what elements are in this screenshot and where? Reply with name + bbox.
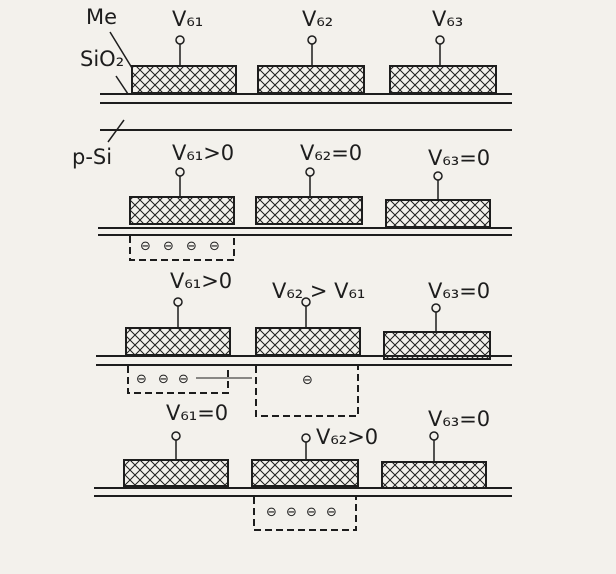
gate-electrode-3	[385, 199, 491, 228]
potential-well-2	[255, 366, 359, 417]
potential-well-1	[129, 236, 235, 261]
electron-charge: ⊖	[286, 505, 297, 520]
electron-charge: ⊖	[186, 239, 197, 254]
gate-2-voltage-label: V₆₂	[302, 7, 333, 31]
gate-electrode-1	[123, 459, 229, 487]
substrate-label: p-Si	[72, 145, 112, 169]
electron-charge: ⊖	[326, 505, 337, 520]
gate-electrode-2	[251, 459, 359, 487]
stage-4: V₆₁=0 V₆₂>0 V₆₃=0 ⊖ ⊖ ⊖ ⊖	[94, 401, 512, 531]
gate-3-terminal	[429, 431, 439, 441]
electron-charge: ⊖	[178, 372, 189, 387]
gate-2-terminal	[307, 35, 317, 45]
gate-electrode-1	[125, 327, 231, 356]
gate-electrode-1	[131, 65, 237, 94]
gate-2-terminal	[305, 167, 315, 177]
electron-charge: ⊖	[136, 372, 147, 387]
electron-charge: ⊖	[163, 239, 174, 254]
electron-charge: ⊖	[209, 239, 220, 254]
gate-2-voltage-label: V₆₂>0	[316, 425, 378, 449]
gate-3-terminal	[435, 35, 445, 45]
gate-1-terminal	[175, 35, 185, 45]
electron-charge: ⊖	[266, 505, 277, 520]
gate-3-voltage-label: V₆₃=0	[428, 407, 490, 431]
metal-label: Me	[86, 5, 117, 29]
electron-charge: ⊖	[140, 239, 151, 254]
gate-3-terminal	[433, 171, 443, 181]
gate-3-voltage-label: V₆₃=0	[428, 146, 490, 170]
gate-electrode-1	[129, 196, 235, 225]
stage-2: V₆₁>0 V₆₂=0 V₆₃=0 ⊖ ⊖ ⊖ ⊖	[98, 141, 512, 261]
gate-1-voltage-label: V₆₁	[172, 7, 203, 31]
gate-2-terminal	[301, 297, 311, 307]
stage-1: Me SiO₂ p-Si V₆₁ V₆₂ V₆₃	[72, 5, 512, 169]
metal-leader-line	[109, 31, 133, 69]
gate-3-voltage-label: V₆₃=0	[428, 279, 490, 303]
electron-charge: ⊖	[306, 505, 317, 520]
gate-1-voltage-label: V₆₁>0	[170, 269, 232, 293]
gate-2-terminal	[301, 433, 311, 443]
gate-electrode-2	[255, 327, 361, 356]
gate-3-terminal	[431, 303, 441, 313]
gate-electrode-3	[389, 65, 497, 94]
stage-3: V₆₁>0 V₆₂ > V₆₁ V₆₃=0 ⊖ ⊖ ⊖ ⊖	[96, 269, 512, 417]
potential-well-2	[253, 497, 357, 531]
gate-2-voltage-label: V₆₂=0	[300, 141, 362, 165]
gate-2-voltage-label: V₆₂ > V₆₁	[272, 279, 365, 303]
gate-1-terminal	[171, 431, 181, 441]
electron-charge: ⊖	[302, 373, 313, 388]
gate-electrode-3	[381, 461, 487, 489]
potential-well-1	[127, 366, 229, 394]
gate-1-voltage-label: V₆₁=0	[166, 401, 228, 425]
oxide-leader-line	[115, 75, 129, 95]
gate-1-terminal	[175, 167, 185, 177]
gate-3-voltage-label: V₆₃	[432, 7, 463, 31]
gate-electrode-2	[257, 65, 365, 94]
gate-1-terminal	[173, 297, 183, 307]
gate-electrode-2	[255, 196, 363, 225]
gate-1-voltage-label: V₆₁>0	[172, 141, 234, 165]
oxide-label: SiO₂	[80, 47, 124, 71]
gate-electrode-3	[383, 331, 491, 360]
electron-charge: ⊖	[158, 372, 169, 387]
